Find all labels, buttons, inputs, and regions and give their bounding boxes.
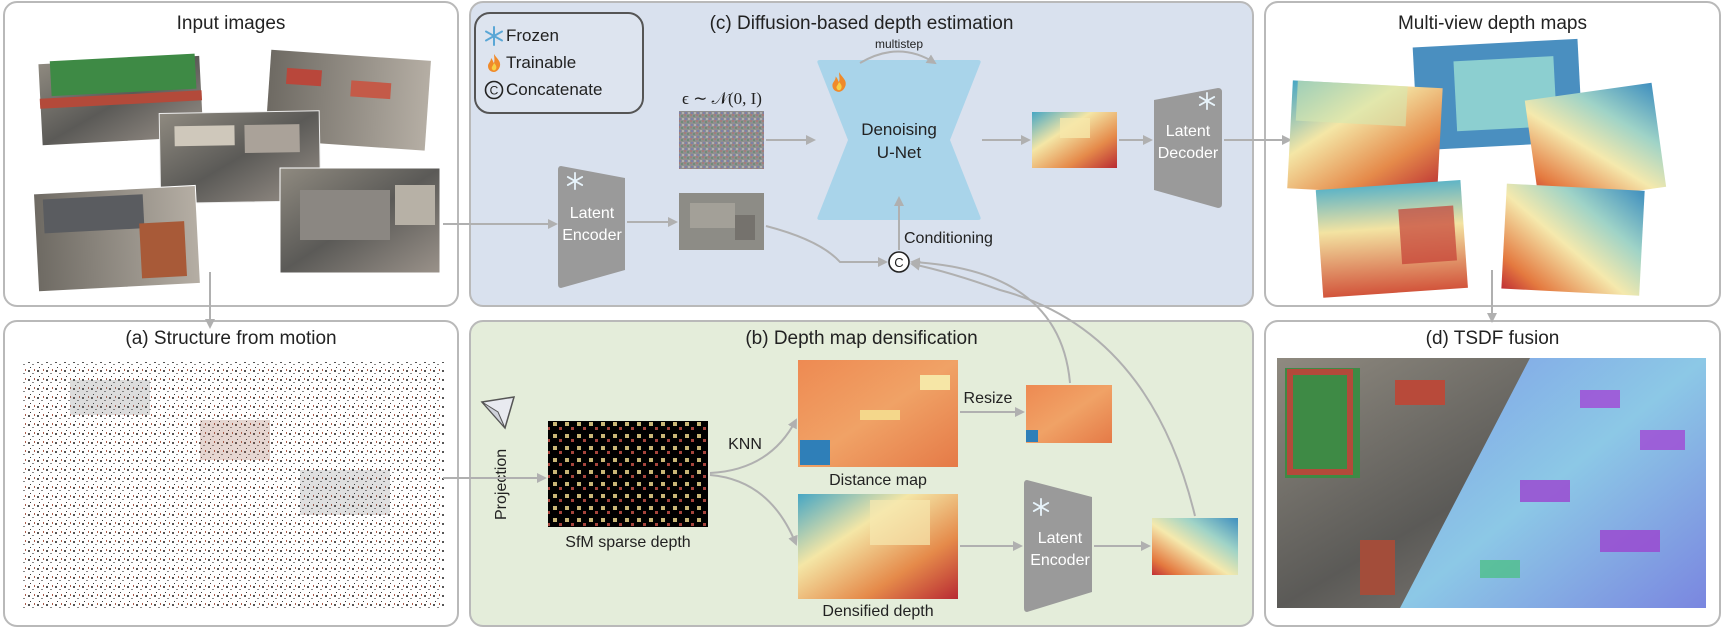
densified-depth-image [798,494,958,599]
noise-distribution-label: ϵ ∼ 𝒩(0, I) [682,89,762,108]
snowflake-icon [485,26,503,46]
legend-trainable: Trainable [506,53,577,72]
input-image-collage [32,49,441,293]
densification-title: (b) Depth map densification [745,328,978,349]
flame-icon [488,54,501,72]
encoder-top-snowflake-icon [566,172,584,190]
decoder-snowflake-icon [1198,92,1216,110]
unet-label-1: Denoising [861,120,937,139]
unet-flame-icon [832,72,846,92]
image-latent [679,193,764,250]
resized-distance-map [1026,385,1112,443]
input-photo-warehouse [32,184,201,293]
svg-text:C: C [894,255,903,270]
diffusion-arrows [443,135,1292,267]
distance-map-image [798,360,958,467]
noise-latent-image [679,111,764,169]
legend-frozen: Frozen [506,26,559,45]
encoder-top-label-1: Latent [570,205,615,222]
legend-concatenate: Concatenate [506,80,603,99]
svg-text:C: C [490,84,499,98]
multiview-depth-collage [1287,38,1667,298]
resize-label: Resize [964,390,1013,407]
densification-arrows [443,257,1196,551]
sfm-point-cloud [22,362,444,609]
input-images-title: Input images [176,13,286,34]
tsdf-title: (d) TSDF fusion [1425,328,1560,349]
conditioning-label: Conditioning [904,230,993,247]
decoder-label-2: Decoder [1158,145,1219,162]
depth-map-view-2 [1287,80,1443,197]
multistep-arrow [859,50,937,65]
denoising-unet: Denoising U-Net [817,60,981,220]
input-photo-rooftops [279,167,441,274]
camera-frustum-icon [480,396,516,430]
depth-map-view-4 [1315,179,1468,298]
concatenate-icon: C [484,80,504,100]
distance-map-label: Distance map [829,472,927,489]
encoder-top-label-2: Encoder [562,227,622,244]
encoder-bottom-label-1: Latent [1038,530,1083,547]
legend-box: Frozen Trainable C Concatenate [474,12,644,114]
sparse-depth-label: SfM sparse depth [565,534,690,551]
multiview-title: Multi-view depth maps [1397,13,1588,34]
depth-map-view-3 [1524,82,1667,205]
sfm-title: (a) Structure from motion [125,328,337,349]
densified-depth-latent [1152,518,1238,575]
sfm-sparse-depth-image [548,421,708,527]
predicted-depth-latent [1032,112,1117,168]
concatenate-node: C [888,251,910,273]
latent-encoder-top: Latent Encoder [558,166,625,288]
latent-encoder-bottom: Latent Encoder [1024,480,1092,612]
encoder-bottom-label-2: Encoder [1030,552,1090,569]
tsdf-fusion-render [1277,358,1706,608]
encoder-bottom-snowflake-icon [1032,498,1050,516]
diffusion-title: (c) Diffusion-based depth estimation [709,13,1014,34]
depth-map-view-5 [1501,183,1645,296]
latent-decoder: Latent Decoder [1154,88,1222,208]
projection-label: Projection [493,449,510,520]
decoder-label-1: Latent [1166,123,1211,140]
knn-label: KNN [728,436,762,453]
densified-depth-label: Densified depth [822,603,933,620]
multistep-label: multistep [875,37,923,51]
unet-label-2: U-Net [877,143,922,162]
